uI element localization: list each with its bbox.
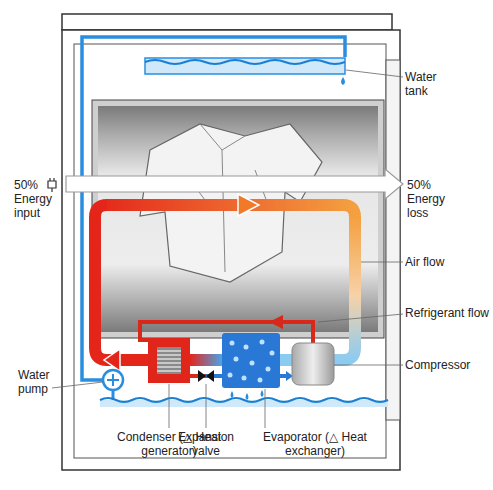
leader-line — [334, 365, 403, 366]
expansion-valve-symbol — [198, 370, 206, 382]
air-flow-reheat — [190, 354, 222, 366]
air-flow-cold — [280, 354, 292, 366]
shirt-folds — [190, 124, 270, 272]
air-flow-arrow — [238, 194, 259, 216]
flow-label: Refrigerant flow — [405, 306, 490, 320]
refrigerant-arrow — [269, 315, 283, 329]
condenser-fins — [148, 338, 190, 383]
leader-line — [206, 384, 207, 428]
air-flow-top — [107, 205, 355, 217]
evaporator-body — [222, 333, 280, 388]
condenser-fin-lines — [157, 351, 181, 371]
drum-frame — [92, 100, 384, 338]
drum — [98, 106, 378, 332]
energy-arrow — [66, 169, 403, 199]
evaporator-block — [222, 333, 280, 388]
condenser-grille — [157, 347, 181, 374]
part-label: Expansion valve — [171, 430, 241, 458]
leader-line — [361, 262, 403, 263]
part-label: Compressor — [405, 358, 490, 372]
water-pump — [103, 370, 123, 390]
flow-label: Air flow — [405, 255, 450, 269]
condenser-body — [148, 338, 190, 383]
node-caption: Evaporator (△ Heat exchanger) — [253, 430, 378, 458]
energy-label: 50% Energy input — [14, 178, 62, 220]
air-flow-arrow — [104, 349, 120, 371]
cabinet-inner-panel — [74, 44, 386, 458]
air-flow-cooling — [334, 217, 355, 360]
energy-label: 50% Energy loss — [407, 178, 457, 220]
water-surface — [145, 60, 345, 64]
cabinet-side-panel — [386, 60, 400, 420]
water-drop — [341, 77, 345, 85]
water-tray-surface — [100, 398, 388, 402]
leader-line — [169, 384, 170, 428]
water-tank — [145, 58, 345, 74]
cabinet-lid — [62, 14, 392, 30]
leader-line — [52, 382, 103, 388]
part-label: Water pump — [18, 368, 68, 396]
compressor-body — [292, 343, 334, 385]
evaporator-box: Evaporator (△ Heat exchanger) — [222, 333, 280, 388]
expansion-valve-symbol — [206, 370, 214, 382]
plug-icon — [48, 178, 56, 192]
cabinet-body — [62, 30, 400, 470]
pump-impeller — [107, 374, 119, 386]
leader-line — [265, 389, 266, 428]
condenser-box: Condenser (△ Heat generator) — [148, 338, 190, 383]
condensate-drops — [231, 390, 264, 400]
evaporator-drops — [228, 340, 275, 383]
part-label: Water tank — [405, 70, 460, 98]
leader-line — [318, 314, 403, 322]
leader-line — [346, 70, 403, 77]
